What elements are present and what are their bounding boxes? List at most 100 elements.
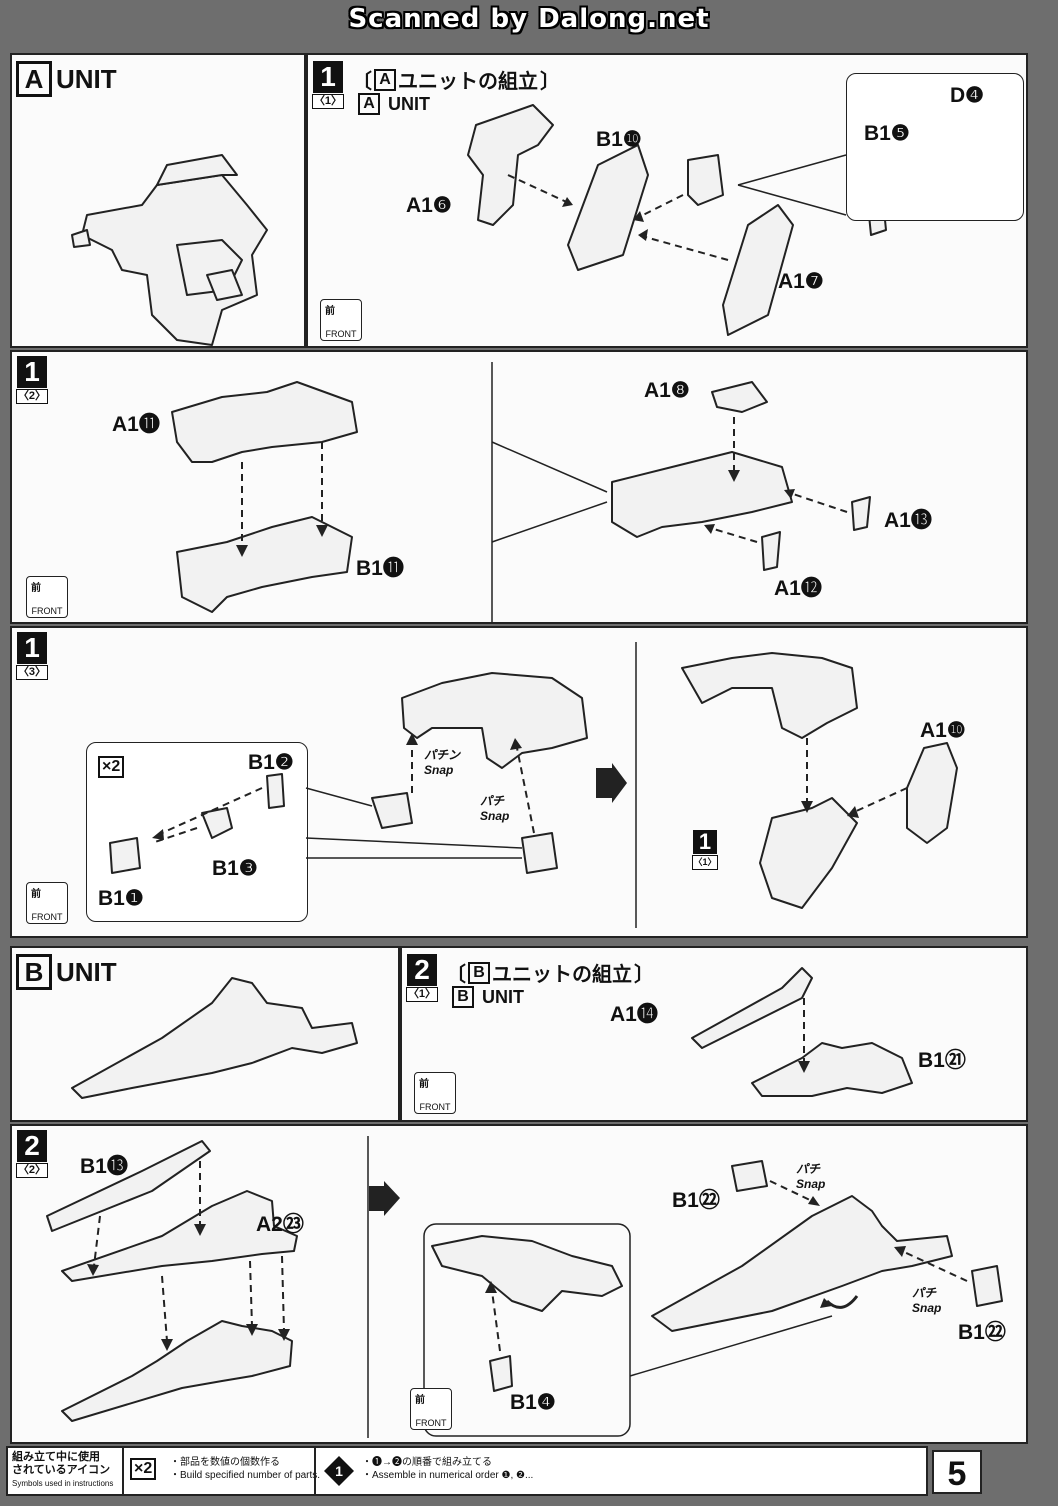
bracket-close: 〕 bbox=[540, 71, 560, 93]
part-label-a16: A1❻ bbox=[406, 194, 452, 217]
part-label-a114: A1⓮ bbox=[610, 1003, 658, 1026]
front-icon-kanji: 前 bbox=[415, 1395, 425, 1406]
part-label-a111: A1⓫ bbox=[112, 413, 160, 436]
ref-step-number: 1 bbox=[693, 830, 717, 854]
front-direction-icon: 前 FRONT bbox=[320, 299, 362, 341]
snap-jp: パチ bbox=[912, 1286, 937, 1300]
legend-seq-description: ・❶→❷の順番で組み立てる ・Assemble in numerical ord… bbox=[362, 1456, 533, 1482]
a-unit-letter: A bbox=[16, 61, 52, 97]
step-1-1-reference-badge: 1 〈1〉 bbox=[692, 830, 718, 870]
b-assembly-subtitle-text: UNIT bbox=[482, 986, 524, 1007]
legend-seq-en: ・Assemble in numerical order ❶, ❷... bbox=[362, 1470, 534, 1481]
step-1-2-badge: 1 〈2〉 bbox=[16, 356, 48, 404]
legend-x2-jp: ・部品を数値の個数作る bbox=[170, 1457, 280, 1468]
legend-divider bbox=[122, 1448, 124, 1494]
part-label-d4: D❹ bbox=[950, 84, 984, 107]
step-number: 1 bbox=[17, 356, 47, 388]
step-1-2-panel: 1 〈2〉 A1⓫ B1⓫ A1❽ A1⓭ bbox=[10, 350, 1028, 624]
a-unit-word: UNIT bbox=[56, 63, 117, 94]
b-unit-box-icon: B bbox=[452, 986, 474, 1008]
step-2-1-panel: 2 〈1〉 〔 B ユニットの組立 〕 B UNIT A1⓮ B1㉑ 前 FRO… bbox=[400, 946, 1028, 1122]
snap-jp: パチ bbox=[796, 1162, 821, 1176]
part-label-b110: B1❿ bbox=[596, 128, 642, 151]
part-label-a112: A1⓬ bbox=[774, 577, 822, 600]
step-2-2-badge: 2 〈2〉 bbox=[16, 1130, 48, 1178]
step-sub-number: 〈3〉 bbox=[16, 665, 48, 680]
front-icon-label: FRONT bbox=[31, 606, 63, 616]
a-assembly-subtitle: A UNIT bbox=[358, 93, 430, 115]
legend-divider bbox=[314, 1448, 316, 1494]
step-sub-number: 〈2〉 bbox=[16, 389, 48, 404]
bracket-open: 〔 bbox=[352, 71, 372, 93]
b-unit-box-icon: B bbox=[468, 961, 490, 984]
step-number: 2 bbox=[17, 1130, 47, 1162]
step-2-1-badge: 2 〈1〉 bbox=[406, 954, 438, 1002]
part-label-b122-top: B1㉒ bbox=[672, 1189, 720, 1212]
step-1-3-illustration bbox=[109, 642, 958, 928]
front-icon-label: FRONT bbox=[415, 1418, 447, 1428]
part-label-a17: A1❼ bbox=[778, 270, 824, 293]
legend-heading-jp-1: 組み立て中に使用 bbox=[12, 1451, 100, 1463]
front-icon-label: FRONT bbox=[325, 329, 357, 339]
front-icon-label: FRONT bbox=[31, 912, 63, 922]
part-label-b11: B1❶ bbox=[98, 887, 144, 910]
legend-sequence-icon: 1 bbox=[324, 1456, 354, 1486]
b-assembly-subtitle: B UNIT bbox=[452, 986, 524, 1008]
part-label-a110: A1❿ bbox=[920, 719, 966, 742]
step-number: 1 bbox=[313, 61, 343, 93]
step-1-1-panel: 1 〈1〉 〔 A ユニットの組立 〕 A UNIT bbox=[306, 53, 1028, 348]
part-label-b113: B1⓭ bbox=[80, 1155, 128, 1178]
step-1-2-illustration bbox=[171, 362, 871, 622]
step-1-1-badge: 1 〈1〉 bbox=[312, 61, 344, 109]
step-sub-number: 〈2〉 bbox=[16, 1163, 48, 1178]
legend-x2-icon: ×2 bbox=[130, 1458, 157, 1480]
snap-en: Snap bbox=[912, 1301, 942, 1315]
snap-jp: パチ bbox=[480, 794, 505, 808]
front-icon-label: FRONT bbox=[419, 1102, 451, 1112]
snap-en: Snap bbox=[424, 763, 454, 777]
part-label-b122-bottom: B1㉒ bbox=[958, 1321, 1006, 1344]
legend-seq-jp: ・❶→❷の順番で組み立てる bbox=[362, 1457, 492, 1468]
part-label-b12: B1❷ bbox=[248, 751, 294, 774]
b-assembly-title-text: ユニットの組立 bbox=[492, 964, 632, 986]
front-icon-kanji: 前 bbox=[325, 306, 335, 317]
legend-x2-en: ・Build specified number of parts. bbox=[170, 1470, 321, 1481]
b-unit-heading: B UNIT bbox=[16, 954, 117, 990]
part-label-a113: A1⓭ bbox=[884, 509, 932, 532]
d4-inset-box bbox=[846, 73, 1024, 221]
front-direction-icon: 前 FRONT bbox=[26, 576, 68, 618]
front-direction-icon: 前 FRONT bbox=[410, 1388, 452, 1430]
front-icon-kanji: 前 bbox=[31, 889, 41, 900]
step-number: 2 bbox=[407, 954, 437, 986]
a-unit-box-icon: A bbox=[358, 93, 380, 115]
part-label-a18: A1❽ bbox=[644, 379, 690, 402]
step-sub-number: 〈1〉 bbox=[406, 987, 438, 1002]
front-icon-kanji: 前 bbox=[419, 1079, 429, 1090]
b-assembly-title: 〔 B ユニットの組立 〕 bbox=[446, 958, 654, 987]
part-label-b111: B1⓫ bbox=[356, 557, 404, 580]
bracket-close: 〕 bbox=[634, 964, 654, 986]
legend-heading: 組み立て中に使用 されているアイコン Symbols used in instr… bbox=[12, 1451, 118, 1490]
step-number: 1 bbox=[17, 632, 47, 664]
step-sub-number: 〈1〉 bbox=[312, 94, 344, 109]
step-1-3-panel: 1 〈3〉 bbox=[10, 626, 1028, 938]
page-number: 5 bbox=[932, 1450, 982, 1494]
a-assembly-title-text: ユニットの組立 bbox=[398, 71, 538, 93]
snap-en: Snap bbox=[796, 1177, 826, 1191]
b-unit-complete-illustration bbox=[71, 977, 358, 1099]
bracket-open: 〔 bbox=[446, 964, 466, 986]
part-label-b13: B1❸ bbox=[212, 857, 258, 880]
legend-heading-jp-2: されているアイコン bbox=[12, 1464, 111, 1476]
a-unit-complete-illustration bbox=[71, 154, 268, 346]
legend-x2-description: ・部品を数値の個数作る ・Build specified number of p… bbox=[170, 1456, 320, 1482]
ref-step-sub-number: 〈1〉 bbox=[692, 855, 718, 870]
a-assembly-title: 〔 A ユニットの組立 〕 bbox=[352, 65, 560, 94]
part-label-a223: A2㉓ bbox=[256, 1213, 304, 1236]
a-unit-overview-panel: A UNIT bbox=[10, 53, 306, 348]
step-2-2-panel: 2 〈2〉 bbox=[10, 1124, 1028, 1444]
a-unit-box-icon: A bbox=[374, 68, 396, 91]
